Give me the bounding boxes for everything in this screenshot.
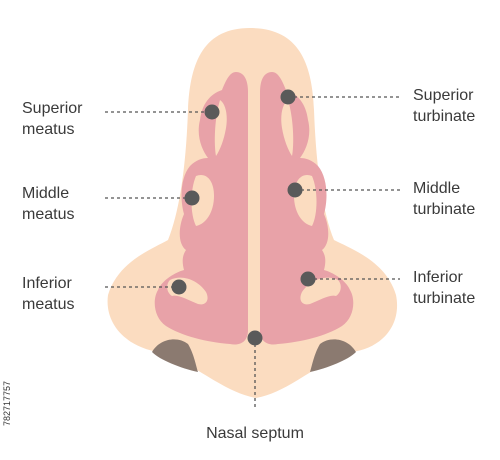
label-middle-meatus-line1: Middle <box>22 185 70 202</box>
label-superior-turbinate-line2: turbinate <box>413 108 476 125</box>
label-inferior-meatus-line1: Inferior <box>22 275 72 292</box>
label-middle-turbinate: Middle turbinate <box>413 178 475 220</box>
label-nasal-septum-text: Nasal septum <box>206 425 304 442</box>
right-nostril <box>310 339 356 372</box>
marker-inferior-turbinate <box>300 271 316 287</box>
left-nostril <box>152 339 198 372</box>
label-superior-meatus: Superior meatus <box>22 98 82 140</box>
label-middle-meatus-line2: meatus <box>22 206 75 223</box>
label-nasal-septum: Nasal septum <box>195 423 315 444</box>
label-middle-meatus: Middle meatus <box>22 183 74 225</box>
label-middle-turbinate-line2: turbinate <box>413 201 476 218</box>
nasal-septum-wall <box>248 78 260 340</box>
marker-middle-meatus <box>184 190 200 206</box>
label-superior-meatus-line1: Superior <box>22 100 83 117</box>
marker-superior-turbinate <box>280 89 296 105</box>
label-inferior-meatus: Inferior meatus <box>22 273 74 315</box>
label-superior-turbinate: Superior turbinate <box>413 85 475 127</box>
label-inferior-turbinate-line1: Inferior <box>413 269 463 286</box>
label-inferior-turbinate-line2: turbinate <box>413 290 476 307</box>
marker-inferior-meatus <box>171 279 187 295</box>
marker-nasal-septum <box>247 330 263 346</box>
right-upper-notch <box>281 100 294 156</box>
label-middle-turbinate-line1: Middle <box>413 180 461 197</box>
marker-middle-turbinate <box>287 182 303 198</box>
label-inferior-meatus-line2: meatus <box>22 296 75 313</box>
left-middle-notch <box>191 174 214 226</box>
label-superior-meatus-line2: meatus <box>22 121 75 138</box>
label-superior-turbinate-line1: Superior <box>413 87 474 104</box>
label-inferior-turbinate: Inferior turbinate <box>413 267 475 309</box>
stock-id: 782717757 <box>2 380 12 426</box>
marker-superior-meatus <box>204 104 220 120</box>
